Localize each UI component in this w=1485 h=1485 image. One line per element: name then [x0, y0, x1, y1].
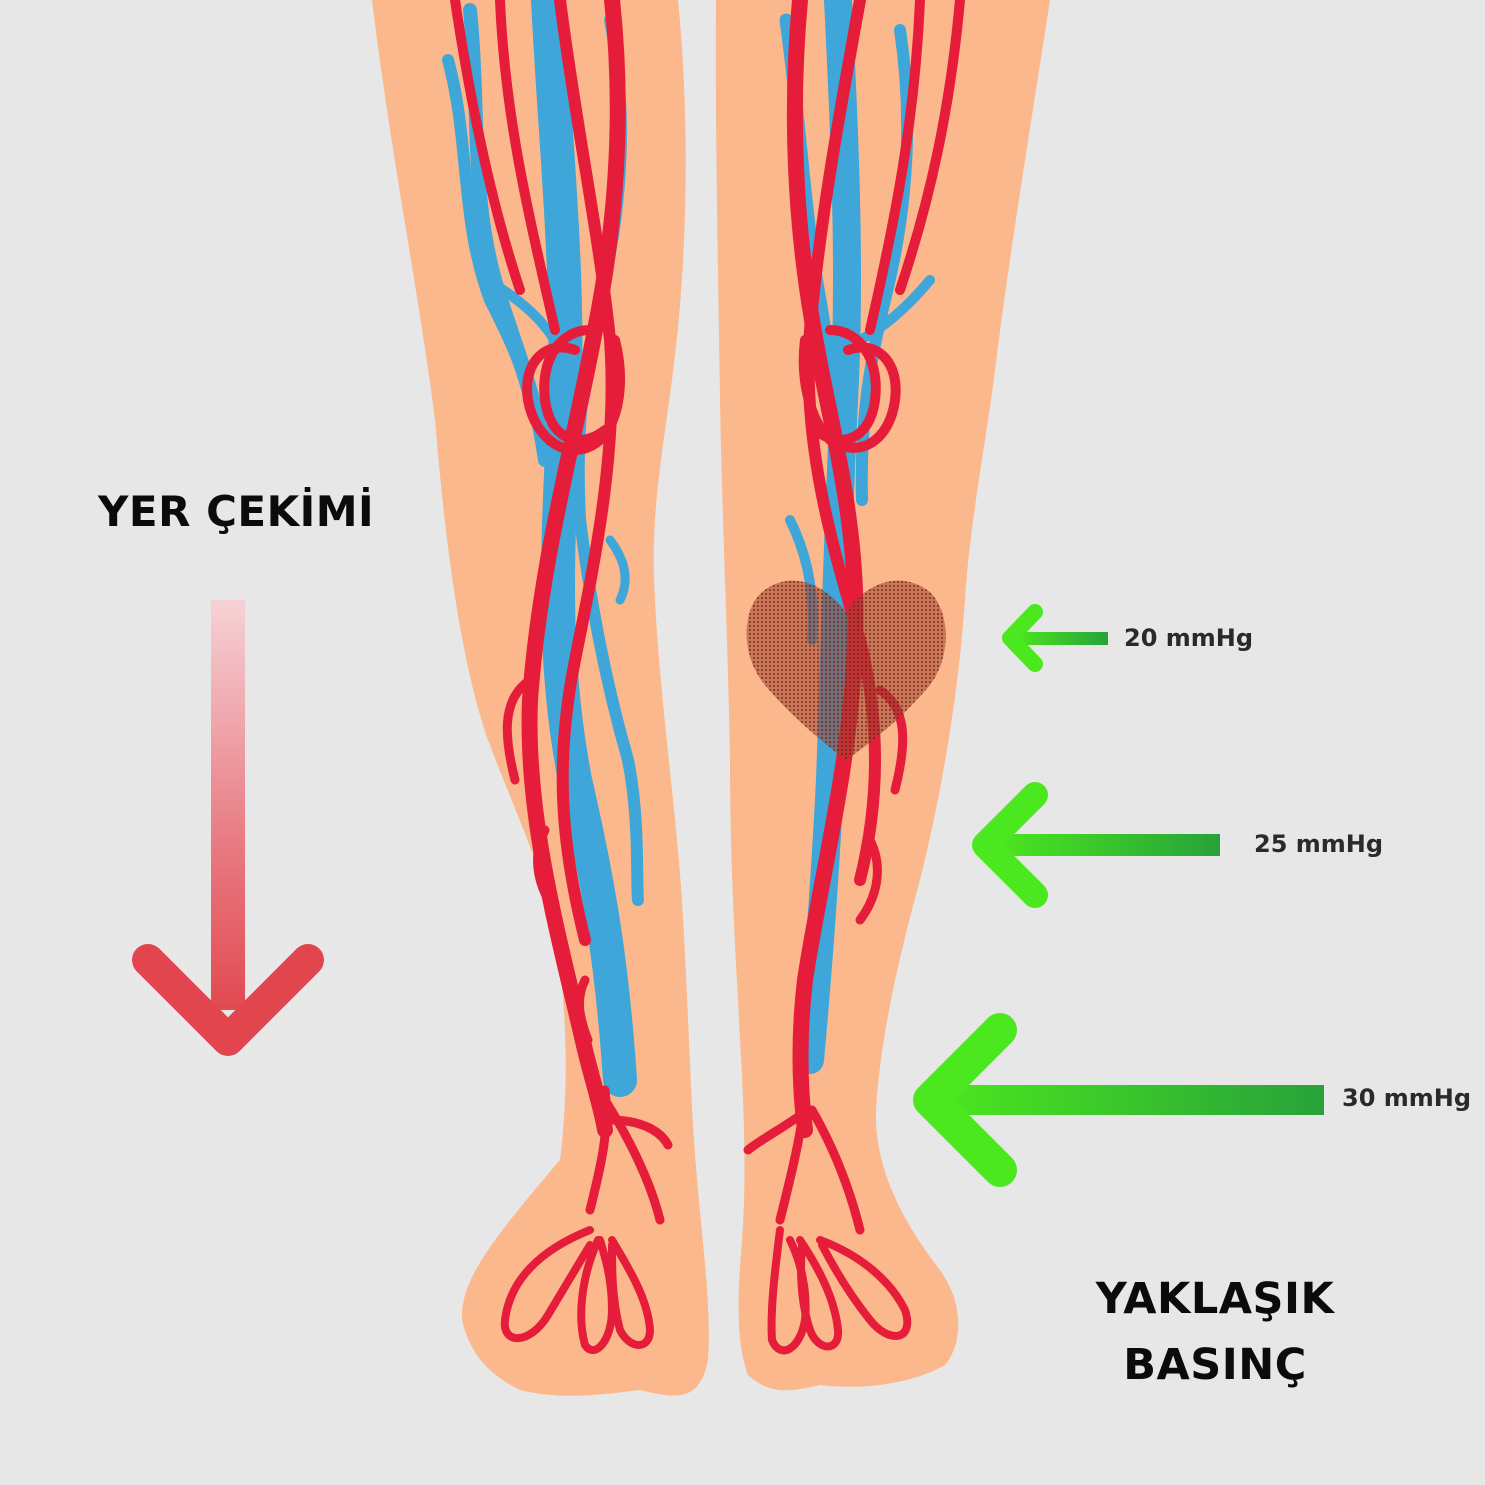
pressure-title: YAKLAŞIK BASINÇ	[1060, 1266, 1370, 1398]
compression-arrow-25	[972, 782, 1220, 908]
gravity-label: YER ÇEKİMİ	[98, 487, 375, 536]
left-leg	[372, 0, 709, 1396]
compression-arrow-20	[1002, 604, 1108, 672]
compression-arrow-30	[913, 1013, 1324, 1187]
pressure-label-25: 25 mmHg	[1254, 830, 1384, 858]
pressure-label-20: 20 mmHg	[1124, 624, 1254, 652]
pressure-title-line2: BASINÇ	[1123, 1340, 1307, 1390]
arteries	[450, 0, 965, 1355]
gravity-arrow	[132, 600, 324, 1056]
pressure-label-30: 30 mmHg	[1342, 1084, 1472, 1112]
pressure-title-line1: YAKLAŞIK	[1095, 1274, 1335, 1324]
clot-marker	[746, 580, 946, 760]
